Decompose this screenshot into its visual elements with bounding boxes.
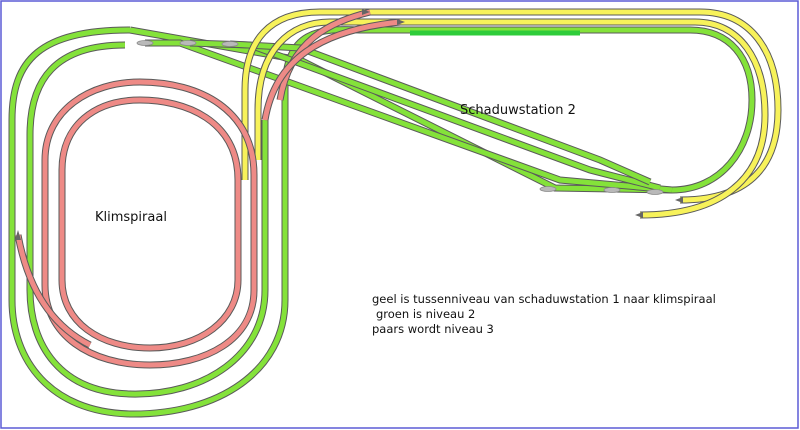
track-end-markers — [15, 9, 683, 240]
green-level-2-tracks — [8, 26, 756, 418]
label-klimspiraal: Klimspiraal — [95, 210, 167, 225]
legend-green-text: groen is niveau 2 — [376, 307, 476, 321]
legend-purple-text: paars wordt niveau 3 — [372, 322, 494, 336]
red-spiral-tracks — [14, 8, 401, 369]
legend-yellow-text: geel is tussenniveau van schaduwstation … — [372, 292, 716, 306]
yellow-intermediate-tracks — [241, 8, 782, 219]
label-schaduwstation: Schaduwstation 2 — [460, 103, 576, 118]
turnout-markers — [136, 40, 664, 195]
